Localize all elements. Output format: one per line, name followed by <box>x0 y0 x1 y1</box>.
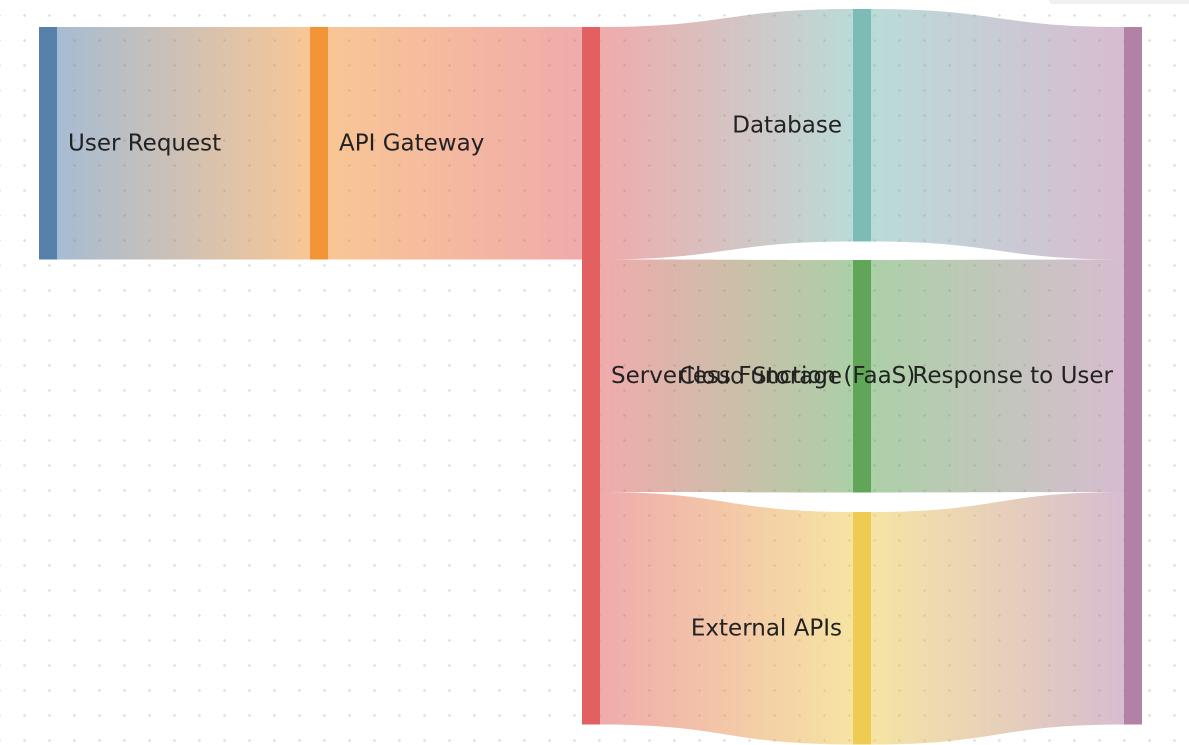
link-serverless-to-external_apis <box>600 492 853 745</box>
link-database-to-response <box>871 9 1124 260</box>
node-label-database: Database <box>732 112 842 138</box>
link-user_request-to-api_gateway <box>57 27 310 260</box>
node-label-external-apis: External APIs <box>691 615 842 641</box>
node-label-user-request: User Request <box>68 130 221 156</box>
link-cloud_storage-to-response <box>871 259 1124 493</box>
node-response[interactable] <box>1124 27 1142 725</box>
node-label-serverless: Serverless Function (FaaS) <box>611 363 915 389</box>
node-cloud-storage[interactable] <box>853 260 871 493</box>
node-label-cloud-storage: Cloud Storage <box>679 363 842 389</box>
nodes-layer <box>39 9 1142 745</box>
node-user-request[interactable] <box>39 27 57 260</box>
node-database[interactable] <box>853 9 871 242</box>
corner-tab <box>1049 0 1189 4</box>
link-serverless-to-cloud_storage <box>600 259 853 493</box>
links-layer <box>57 9 1124 745</box>
link-external_apis-to-response <box>871 492 1124 745</box>
node-serverless[interactable] <box>582 27 600 725</box>
link-api_gateway-to-serverless <box>328 27 582 260</box>
node-api-gateway[interactable] <box>310 27 328 260</box>
node-label-response: Response to User <box>912 363 1113 389</box>
node-label-api-gateway: API Gateway <box>339 130 484 156</box>
node-external-apis[interactable] <box>853 512 871 745</box>
link-serverless-to-database <box>600 9 853 260</box>
